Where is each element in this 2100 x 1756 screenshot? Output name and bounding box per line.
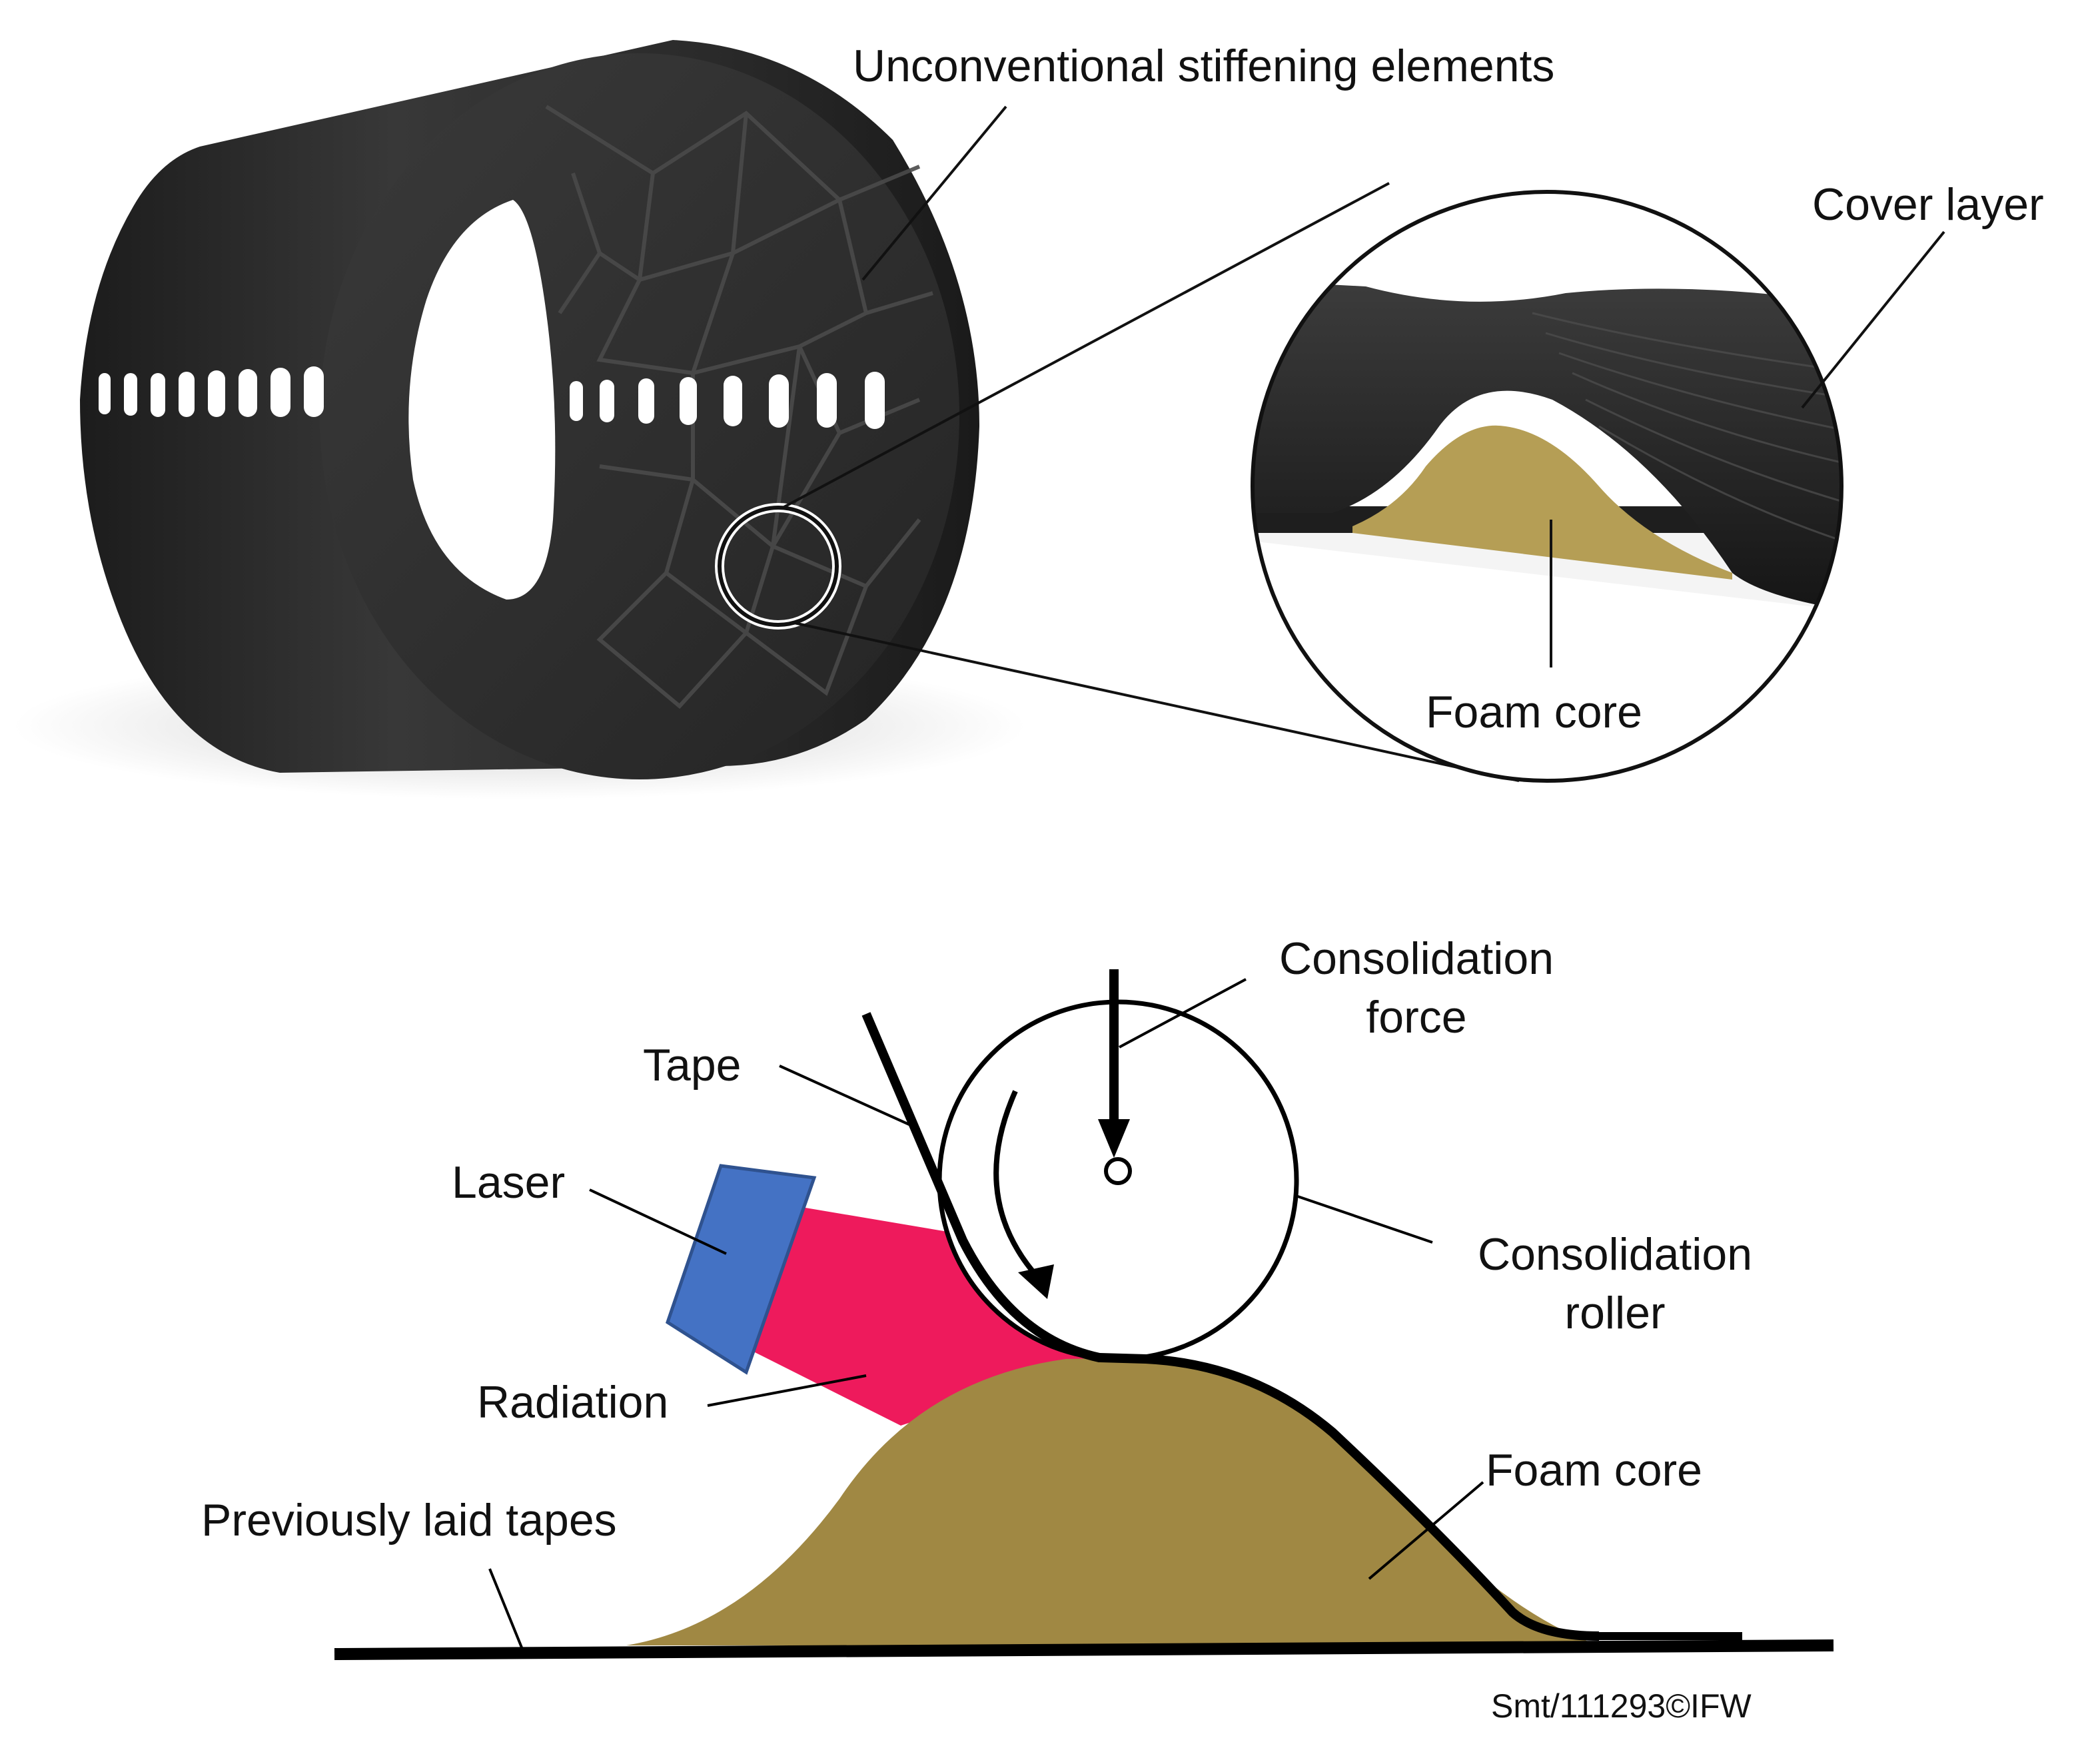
label-consolidation-roller-1: Consolidation xyxy=(1478,1229,1752,1280)
laser-head xyxy=(665,1164,817,1375)
label-stiffening-elements: Unconventional stiffening elements xyxy=(853,41,1554,91)
stiffening-ribs xyxy=(545,105,933,709)
cylinder-slots-right xyxy=(570,372,885,429)
zoom-connector-bottom xyxy=(793,622,1520,782)
label-consolidation-force-1: Consolidation xyxy=(1279,933,1554,984)
leader-tape xyxy=(779,1065,920,1130)
label-cover-layer: Cover layer xyxy=(1812,179,2044,230)
leader-consolidation-force xyxy=(1119,978,1247,1049)
label-consolidation-roller-2: roller xyxy=(1564,1288,1665,1338)
cylinder-opening xyxy=(408,200,556,600)
leader-stiffening xyxy=(861,105,1007,281)
rotation-arrow xyxy=(993,1090,1041,1281)
foam-core xyxy=(626,1358,1599,1645)
figure-credit: Smt/111293©IFW xyxy=(1491,1687,1752,1725)
top-panel: Unconventional stiffening elements Cover… xyxy=(13,40,2044,799)
zoom-connector-top xyxy=(782,182,1390,509)
detail-cover-layer xyxy=(1253,280,1841,613)
zoom-detail xyxy=(1251,190,1843,783)
previously-laid-tapes-line xyxy=(334,1639,1834,1660)
roller-axle xyxy=(1104,1157,1132,1185)
leader-radiation xyxy=(707,1374,867,1407)
bottom-panel: Consolidation force Tape Laser Consolida… xyxy=(201,933,1834,1725)
tape xyxy=(861,1012,1600,1641)
leader-cover-layer xyxy=(1801,230,1945,409)
cylinder-slots-left xyxy=(99,366,324,417)
label-laser: Laser xyxy=(452,1157,565,1208)
leader-foam-core-bottom xyxy=(1368,1481,1484,1580)
zoom-circle-outline xyxy=(1251,190,1843,783)
detail-foam-core xyxy=(1352,425,1732,580)
label-radiation: Radiation xyxy=(477,1377,668,1428)
leader-consolidation-roller xyxy=(1295,1194,1433,1244)
cylinder-render xyxy=(80,40,979,779)
label-previously-laid-tapes: Previously laid tapes xyxy=(201,1495,617,1545)
label-foam-core-top: Foam core xyxy=(1426,687,1642,737)
leader-previously-laid-tapes xyxy=(488,1568,524,1651)
label-tape: Tape xyxy=(643,1040,741,1091)
label-consolidation-force-2: force xyxy=(1366,992,1466,1043)
rotation-arrowhead xyxy=(1018,1264,1054,1299)
leader-laser xyxy=(589,1188,727,1255)
label-foam-core-bottom: Foam core xyxy=(1486,1445,1702,1496)
force-arrowhead xyxy=(1098,1119,1130,1158)
